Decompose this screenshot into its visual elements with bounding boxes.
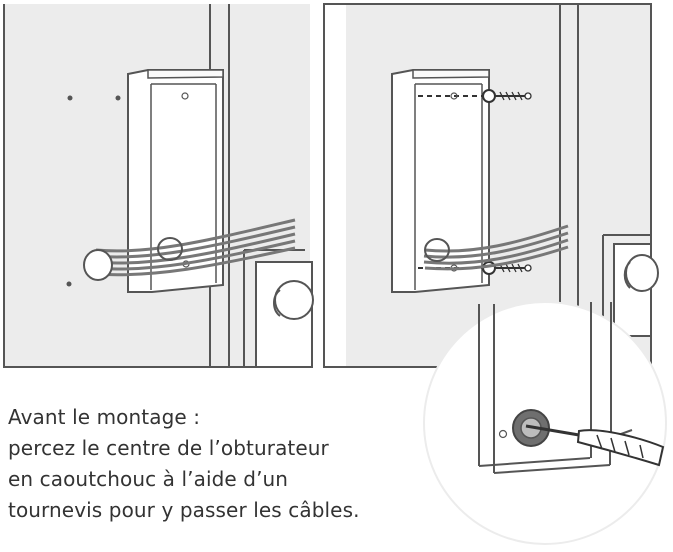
cable-strand	[423, 231, 569, 259]
instruction-caption: Avant le montage : percez le centre de l…	[8, 402, 428, 526]
mounting-box-right	[391, 69, 490, 293]
right-panel	[323, 3, 659, 368]
caption-line: en caoutchouc à l’aide d’un	[8, 467, 289, 491]
cable-bundle-icon	[83, 218, 296, 281]
wall-outlet-left	[255, 261, 314, 368]
detail-box-bottom	[478, 457, 591, 467]
outlet-knob-shadow	[623, 261, 631, 289]
screw-threads	[499, 91, 523, 101]
cable-strand	[424, 245, 569, 271]
screwdriver-handle	[576, 429, 665, 467]
caption-line: tournevis pour y passer les câbles.	[8, 498, 360, 522]
left-panel-frame	[3, 4, 310, 368]
drill-hole-marker	[66, 281, 72, 287]
screw-icon	[482, 89, 532, 103]
left-panel	[3, 4, 314, 368]
cable-bundle-end	[83, 249, 113, 281]
cable-bundle-icon	[423, 224, 569, 271]
screw-tip	[524, 92, 532, 100]
box-outline	[391, 69, 490, 293]
screwdriver-shaft	[525, 424, 580, 437]
screw-hole-top	[450, 92, 458, 100]
caption-line: Avant le montage :	[8, 405, 201, 429]
cable-strand	[93, 225, 296, 259]
cable-strand	[91, 239, 296, 271]
rubber-grommet-icon	[424, 238, 450, 262]
screwdriver-grip-line	[610, 437, 616, 453]
detail-screw-hole	[498, 429, 508, 439]
outlet-knob	[625, 254, 659, 292]
wall-outlet-right	[613, 243, 659, 337]
cable-strand	[423, 238, 569, 265]
drill-hole-marker	[115, 95, 121, 101]
outlet-knob-shadow	[273, 289, 281, 317]
box-top-rim	[147, 69, 224, 79]
screw-head	[482, 89, 496, 103]
screw-tip	[524, 264, 532, 272]
screw-threads	[499, 263, 523, 273]
detail-box-bottom-rim	[493, 464, 611, 474]
drill-hole-marker	[67, 95, 73, 101]
screwdriver-icon	[525, 424, 665, 467]
box-top-rim	[412, 69, 490, 79]
cable-strand	[91, 232, 296, 265]
screwdriver-grip-line	[624, 440, 630, 456]
cable-strand	[424, 224, 569, 253]
magnified-detail-circle	[423, 301, 667, 545]
screw-hole-top	[181, 92, 189, 100]
rubber-grommet-icon	[157, 237, 183, 261]
cable-strand	[94, 246, 296, 277]
cable-strand	[95, 218, 296, 253]
caption-line: percez le centre de l’obturateur	[8, 436, 329, 460]
screwdriver-grip-line	[596, 434, 603, 450]
outlet-knob	[274, 280, 314, 320]
screwdriver-grip-line	[639, 444, 644, 459]
